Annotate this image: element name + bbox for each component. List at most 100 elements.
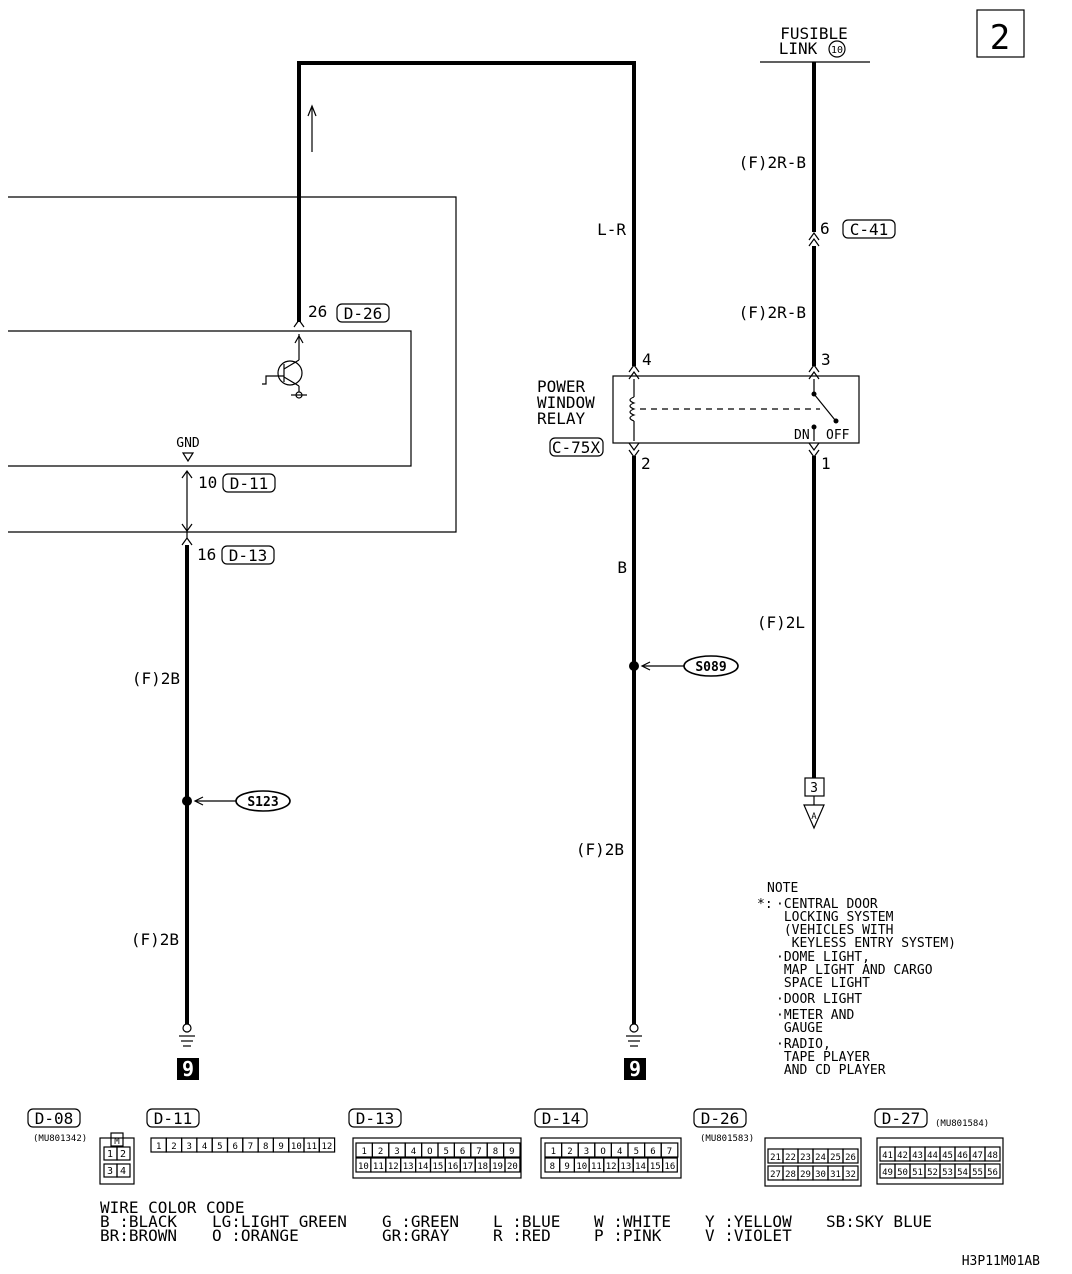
note-line: GAUGE — [776, 1021, 823, 1036]
connector-pin-number: 17 — [462, 1162, 473, 1172]
relay-label-3: RELAY — [537, 409, 586, 428]
wire-color-code-row2: BR:BROWN O :ORANGE GR:GRAY R :RED P :PIN… — [100, 1226, 792, 1245]
wire-label-f2rb-top: (F)2R-B — [739, 153, 806, 172]
connector-pin-number: 56 — [987, 1168, 998, 1178]
connector-pin-number: 49 — [882, 1168, 893, 1178]
connector-pin-number: 11 — [373, 1162, 384, 1172]
connector-pin-number: 14 — [635, 1162, 646, 1172]
relay-pin1-mark-2 — [808, 449, 820, 459]
note-line: LOCKING SYSTEM — [776, 910, 894, 925]
connector-pin-number: 55 — [972, 1168, 983, 1178]
connector-pin-number: 1 — [156, 1142, 161, 1152]
color-code-entry: R :RED — [493, 1226, 551, 1245]
connector-pin-number: 48 — [987, 1151, 998, 1161]
splice-s089-oval — [683, 655, 739, 677]
connector-pin-number: 9 — [509, 1147, 514, 1157]
relay-pin3: 3 — [821, 350, 831, 369]
connector-pin-number: 2 — [567, 1147, 572, 1157]
connector-pin-number: 8 — [263, 1142, 268, 1152]
gnd-label: GND — [176, 436, 200, 451]
control-unit-outer-box — [8, 196, 457, 533]
relay-switch-arm — [813, 393, 836, 421]
page-number-box — [976, 9, 1025, 58]
connector-pin-number: 12 — [388, 1162, 399, 1172]
relay-pin3-mark — [808, 363, 820, 373]
wire-label-b: B — [617, 558, 627, 577]
svg-text:D-08: D-08 — [35, 1109, 74, 1128]
connector-pin-number: 44 — [927, 1151, 938, 1161]
connector-pin-cell — [842, 1165, 859, 1181]
connector-pin-number: 10 — [576, 1162, 587, 1172]
transistor-symbol — [262, 334, 307, 399]
connector-pin-number: 3 — [394, 1147, 399, 1157]
d11-pin: 10 — [198, 473, 217, 492]
note-line: TAPE PLAYER — [776, 1050, 870, 1065]
connector-pin-number: 2 — [171, 1142, 176, 1152]
note-star: *: — [757, 897, 773, 912]
connector-pin-number: 8 — [493, 1147, 498, 1157]
connector-pin-cell — [984, 1146, 1001, 1162]
relay-contact-off — [833, 418, 839, 424]
note-title: NOTE — [767, 881, 798, 896]
connector-pin-number: 25 — [830, 1153, 841, 1163]
fusible-link-label-2: LINK — [779, 39, 818, 58]
connector-pin-number: 32 — [845, 1170, 856, 1180]
relay-off-label: OFF — [826, 428, 850, 443]
terminal-arrow — [803, 804, 825, 830]
d11-connector-box — [222, 473, 276, 493]
color-code-entry: G :GREEN — [382, 1212, 459, 1231]
connector-pin-cell — [503, 1142, 521, 1158]
connector-pin-cell — [504, 1157, 521, 1173]
svg-text:D-27: D-27 — [882, 1109, 921, 1128]
color-code-entry: L :BLUE — [493, 1212, 560, 1231]
splice-s123-dot — [182, 796, 192, 806]
wire-label-f2l: (F)2L — [757, 613, 805, 632]
color-code-entry: P :PINK — [594, 1226, 662, 1245]
wire-loop-top — [297, 61, 636, 366]
splice-s123-arrow — [193, 796, 204, 806]
fusible-link-label-1: FUSIBLE — [780, 24, 847, 43]
d13-terminal-mark-top — [181, 523, 193, 533]
d13-connector-label: D-13 — [229, 546, 268, 565]
connector-pin-number: 13 — [403, 1162, 414, 1172]
connector-pin-number: 7 — [476, 1147, 481, 1157]
color-code-entry: W :WHITE — [594, 1212, 671, 1231]
splice-s089-dot — [629, 661, 639, 671]
relay-pin4-mark — [628, 363, 640, 373]
connector-pin-number: 4 — [202, 1142, 207, 1152]
connector-pin-number: 47 — [972, 1151, 983, 1161]
relay-dn-label: DN — [794, 428, 810, 443]
connector-pin-number: 12 — [606, 1162, 617, 1172]
connector-pin-number: 29 — [800, 1170, 811, 1180]
connector-pin-number: 1 — [361, 1147, 366, 1157]
connector-pin-number: 9 — [278, 1142, 283, 1152]
connector-pin-number: 5 — [217, 1142, 222, 1152]
connector-pin-number: 50 — [897, 1168, 908, 1178]
svg-text:M: M — [114, 1137, 120, 1147]
c41-connector-mark-2 — [808, 237, 820, 247]
connector-pin-number: 43 — [912, 1151, 923, 1161]
connector-view-d08: D-08 (MU801342) M 1 2 3 4 — [27, 1108, 135, 1185]
d11-connector-label: D-11 — [230, 474, 269, 493]
figure-code: H3P11M01AB — [962, 1254, 1040, 1269]
connector-pin-number: 6 — [232, 1142, 237, 1152]
relay-pin3-mark-2 — [808, 370, 820, 380]
connector-pin-number: 16 — [447, 1162, 458, 1172]
relay-coil — [629, 396, 636, 422]
d26-connector-box — [336, 303, 390, 323]
connector-pin-number: 6 — [650, 1147, 655, 1157]
connector-pin-number: 20 — [507, 1162, 518, 1172]
relay-box — [612, 375, 860, 444]
svg-text:3: 3 — [107, 1166, 113, 1177]
connector-pin-number: 45 — [942, 1151, 953, 1161]
connector-pin-cell — [661, 1157, 678, 1173]
note-lines: ·CENTRAL DOOR LOCKING SYSTEM (VEHICLES W… — [776, 897, 956, 1078]
color-code-entry: SB:SKY BLUE — [826, 1212, 932, 1231]
